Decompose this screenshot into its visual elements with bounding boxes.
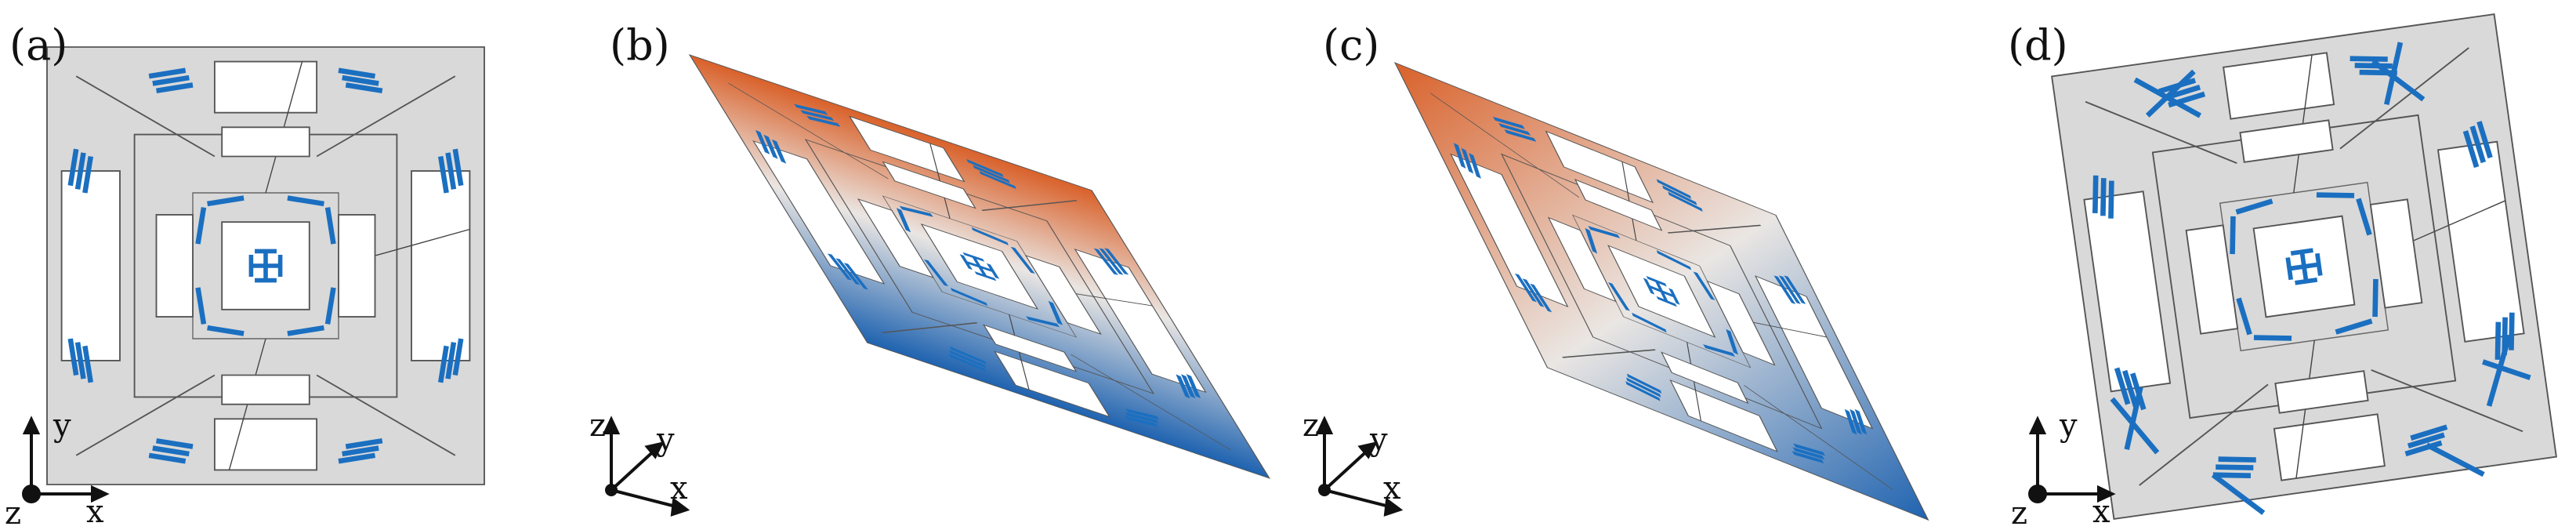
- axis-label-x: x: [670, 470, 688, 506]
- axis-triad: [22, 416, 110, 503]
- panel-a-diagram: y x z: [5, 46, 485, 530]
- axis-label-z: z: [1302, 408, 1319, 444]
- kirigami-plate-deformed-c: [1394, 62, 1929, 521]
- panel-d: y x z (d): [2006, 0, 2576, 530]
- panel-b-diagram: z y x: [589, 54, 1270, 517]
- axis-triad: [2028, 416, 2116, 503]
- panel-c-diagram: z y x: [1302, 62, 1929, 521]
- panel-b: z y x (b): [589, 0, 1270, 530]
- panel-label-b: (b): [610, 20, 670, 70]
- axis-label-y: y: [1369, 422, 1388, 458]
- axis-label-z: z: [5, 496, 21, 530]
- kirigami-plate-deformed-b: [689, 54, 1270, 479]
- kirigami-plate-flat: [46, 46, 485, 485]
- axis-label-y: y: [53, 408, 71, 444]
- axis-label-z: z: [2011, 496, 2027, 530]
- panel-label-d: (d): [2008, 20, 2068, 70]
- axis-triad: [1315, 416, 1404, 517]
- panel-label-a: (a): [9, 20, 68, 70]
- axis-label-x: x: [1383, 470, 1401, 506]
- axis-label-z: z: [589, 408, 606, 444]
- panel-a: y x z (a): [0, 0, 627, 530]
- axis-label-y: y: [656, 422, 675, 458]
- axis-label-y: y: [2059, 408, 2078, 444]
- panel-c: z y x (c): [1302, 0, 1983, 530]
- panel-d-diagram: y x z: [2011, 13, 2557, 530]
- axis-label-x: x: [86, 494, 104, 530]
- axis-label-x: x: [2092, 494, 2110, 530]
- panel-label-c: (c): [1323, 20, 1380, 70]
- kirigami-plate-rotated: [2051, 13, 2557, 520]
- axis-triad: [602, 416, 690, 517]
